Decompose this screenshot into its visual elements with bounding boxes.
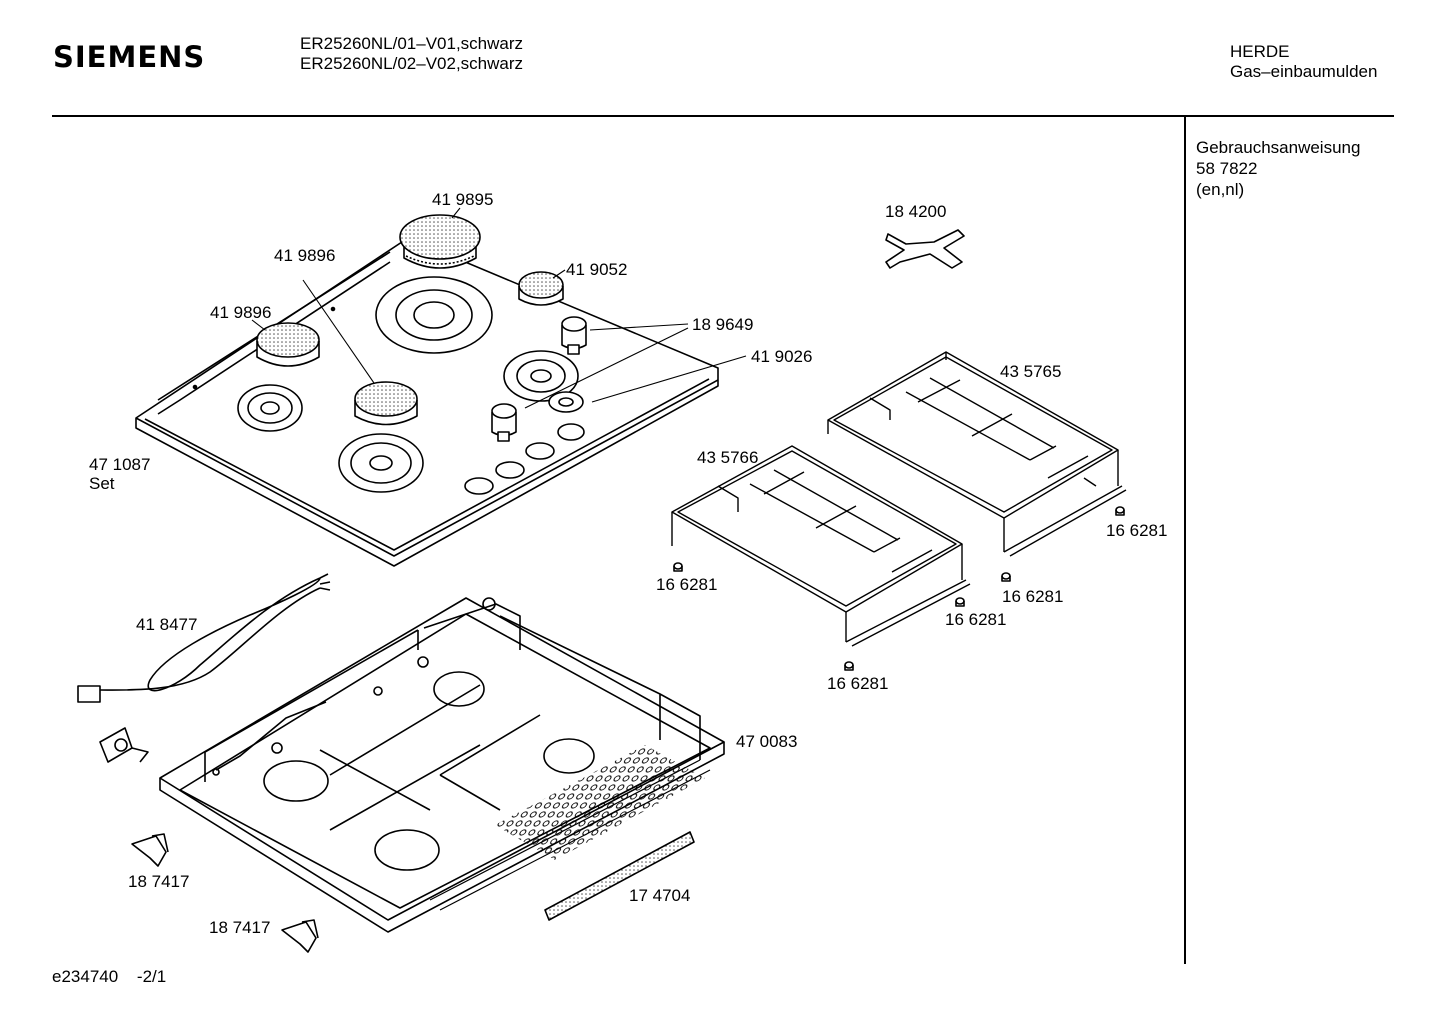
burner-cap-large: [399, 214, 481, 269]
control-knob-lower: [491, 403, 517, 442]
label-rubber-foot-3: 16 6281: [945, 610, 1007, 629]
rubber-foot-4: [1115, 506, 1125, 516]
label-hob-set: 47 1087: [89, 455, 151, 474]
sidebar-doc-number: 58 7822: [1196, 159, 1258, 178]
rubber-foot-2: [1001, 572, 1011, 582]
label-fixing-clip-2: 18 7417: [209, 918, 271, 937]
label-cross-support: 18 4200: [885, 202, 947, 221]
ignition-switch: [99, 727, 149, 763]
model-line-2: ER25260NL/02–V02,schwarz: [300, 54, 524, 73]
burner-cap-medium-left: [256, 322, 320, 367]
label-rubber-foot-1: 16 6281: [656, 575, 718, 594]
label-power-cable: 41 8477: [136, 615, 198, 634]
leader-lines: [251, 207, 747, 409]
label-burner-large: 41 9895: [432, 190, 494, 209]
cross-support: [885, 229, 965, 269]
label-pan-support-right: 43 5765: [1000, 362, 1062, 381]
footer-drawing-code: e234740 -2/1: [52, 967, 166, 987]
label-fixing-clip-1: 18 7417: [128, 872, 190, 891]
category-subtitle: Gas–einbaumulden: [1230, 62, 1378, 81]
pan-support-left: [671, 445, 971, 647]
rubber-foot-3: [955, 597, 965, 607]
rubber-foot-1: [673, 562, 683, 572]
control-knob-upper: [561, 316, 587, 355]
pan-support-right: [827, 351, 1127, 557]
seal-strip: [544, 831, 695, 921]
hob-top-plate: [135, 237, 719, 567]
sidebar-doc-languages: (en,nl): [1196, 180, 1245, 199]
label-pan-support-left: 43 5766: [697, 448, 759, 467]
label-burner-medium-center: 41 9896: [274, 246, 336, 265]
sidebar-divider: [1184, 116, 1186, 964]
label-burner-medium-left: 41 9896: [210, 303, 272, 322]
brand-logo: SIEMENS: [53, 40, 206, 74]
header-divider: [52, 115, 1394, 117]
category-title: HERDE: [1230, 42, 1290, 61]
label-seal-strip: 17 4704: [629, 886, 691, 905]
base-housing: [159, 597, 725, 933]
label-rubber-foot-5: 16 6281: [827, 674, 889, 693]
page-number: -2/1: [136, 967, 167, 986]
label-hob-set-note: Set: [89, 474, 115, 493]
label-rubber-foot-2: 16 6281: [1002, 587, 1064, 606]
power-cable: [77, 573, 331, 703]
sidebar-doc-title: Gebrauchsanweisung: [1196, 138, 1361, 157]
knob-ring: [548, 391, 584, 413]
model-line-1: ER25260NL/01–V01,schwarz: [300, 34, 524, 53]
drawing-code: e234740: [52, 967, 119, 986]
label-base-housing: 47 0083: [736, 732, 798, 751]
label-burner-small: 41 9052: [566, 260, 628, 279]
burner-cap-medium-center: [354, 381, 418, 426]
label-knob-ring: 41 9026: [751, 347, 813, 366]
rubber-foot-5: [844, 661, 854, 671]
fixing-clip-2: [281, 919, 319, 953]
label-rubber-foot-4: 16 6281: [1106, 521, 1168, 540]
fixing-clip-1: [131, 833, 169, 867]
burner-cap-small: [518, 271, 564, 306]
label-control-knob: 18 9649: [692, 315, 754, 334]
